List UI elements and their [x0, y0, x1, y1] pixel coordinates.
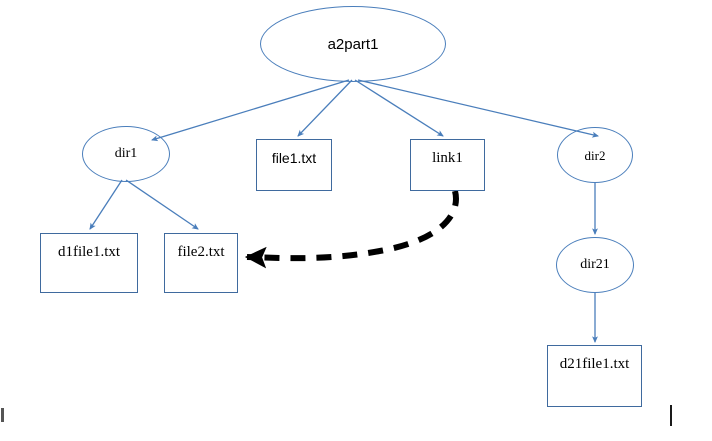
node-link1-label: link1 [432, 150, 463, 166]
node-file2-txt-label: file2.txt [177, 244, 225, 260]
node-d1file1-txt-label: d1file1.txt [57, 244, 121, 260]
node-d21file1-txt-label: d21file1.txt [559, 356, 630, 372]
edge-a2part1-dir2 [357, 79, 599, 138]
edge-link1-file2-symlink [244, 190, 459, 269]
node-dir21-label: dir21 [580, 257, 610, 272]
node-dir2[interactable]: dir2 [557, 127, 633, 183]
node-a2part1-label: a2part1 [327, 35, 379, 53]
node-dir21[interactable]: dir21 [556, 237, 634, 293]
node-link1[interactable]: link1 [410, 139, 485, 191]
page-edge-mark-right [670, 405, 672, 426]
node-file1-txt-label: file1.txt [271, 150, 317, 166]
node-dir1[interactable]: dir1 [82, 126, 170, 182]
node-a2part1[interactable]: a2part1 [260, 6, 446, 82]
edge-dir1-file2 [125, 179, 199, 230]
edge-a2part1-dir1 [151, 79, 350, 142]
node-dir2-label: dir2 [584, 147, 606, 163]
edge-a2part1-link1 [354, 79, 444, 137]
node-dir1-label: dir1 [114, 146, 138, 161]
edge-a2part1-file1 [297, 79, 353, 137]
node-d21file1-txt[interactable]: d21file1.txt [547, 345, 642, 407]
node-file1-txt[interactable]: file1.txt [256, 139, 332, 191]
node-file2-txt[interactable]: file2.txt [164, 233, 238, 293]
edge-dir1-d1file1 [89, 179, 123, 230]
page-edge-mark-left [1, 408, 4, 422]
node-d1file1-txt[interactable]: d1file1.txt [40, 233, 138, 293]
